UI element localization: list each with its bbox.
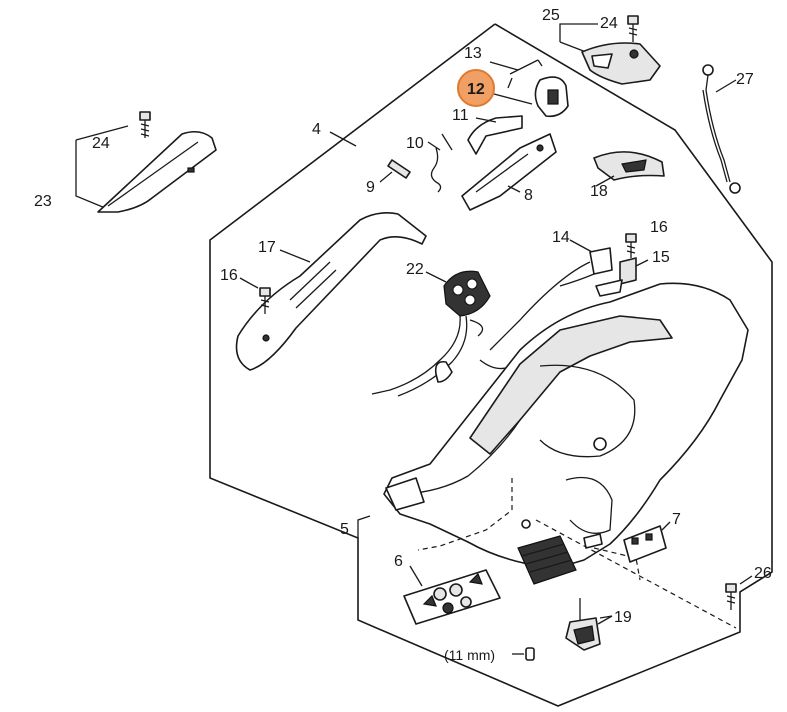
callout-23: 23 — [34, 193, 52, 210]
callout-4: 4 — [312, 121, 321, 138]
callout-24a: 24 — [92, 135, 110, 152]
label-7[interactable] — [623, 521, 671, 563]
callout-25: 25 — [542, 7, 560, 24]
callout-26: 26 — [754, 565, 772, 582]
callout-9: 9 — [366, 179, 375, 196]
assembly-frame — [209, 23, 773, 707]
highlight-12 — [457, 69, 495, 107]
cover-25[interactable] — [581, 42, 661, 85]
housing-8[interactable] — [461, 133, 557, 211]
callout-14: 14 — [552, 229, 570, 246]
callout-10: 10 — [406, 135, 424, 152]
pin-9[interactable] — [379, 159, 411, 183]
callout-13: 13 — [464, 45, 482, 62]
lever-12[interactable] — [493, 76, 569, 118]
callout-8: 8 — [524, 187, 533, 204]
screw-16b[interactable] — [625, 233, 637, 258]
switch-14[interactable] — [559, 239, 613, 287]
handle-17[interactable] — [235, 212, 427, 371]
housing-5[interactable] — [357, 282, 749, 585]
callout-16a: 16 — [220, 267, 238, 284]
callout-27: 27 — [736, 71, 754, 88]
callout-15: 15 — [652, 249, 670, 266]
spacer-11mm[interactable] — [512, 647, 535, 661]
callout-18: 18 — [590, 183, 608, 200]
label-6[interactable] — [403, 565, 501, 625]
spring-13[interactable] — [507, 59, 543, 89]
size-note: (11 mm) — [444, 647, 495, 663]
callout-5: 5 — [340, 521, 349, 538]
callout-7: 7 — [672, 511, 681, 528]
cable-27[interactable] — [702, 64, 741, 194]
callout-22: 22 — [406, 261, 424, 278]
callout-16b: 16 — [650, 219, 668, 236]
screw-16a[interactable] — [259, 287, 271, 314]
screw-26[interactable] — [725, 575, 753, 610]
part-19[interactable] — [565, 598, 613, 651]
screw-24a[interactable] — [139, 111, 151, 138]
part-18[interactable] — [593, 151, 665, 187]
callout-11: 11 — [452, 107, 469, 124]
control-22[interactable] — [371, 261, 591, 397]
group-25 — [559, 15, 661, 85]
screw-24b[interactable] — [627, 15, 639, 42]
trigger-11[interactable] — [467, 115, 523, 155]
spring-10[interactable] — [427, 133, 453, 193]
group-23 — [75, 111, 217, 213]
callout-24b: 24 — [600, 15, 618, 32]
callout-17: 17 — [258, 239, 276, 256]
callout-6: 6 — [394, 553, 403, 570]
bracket-15[interactable] — [595, 257, 649, 297]
leader-dashed — [417, 478, 513, 551]
callout-12: 12 — [467, 81, 485, 98]
callout-19: 19 — [614, 609, 632, 626]
